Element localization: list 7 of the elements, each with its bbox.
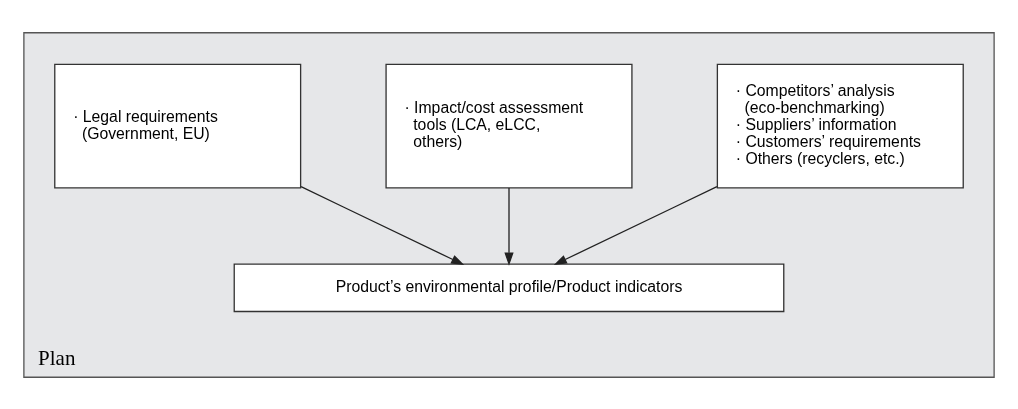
arrow bbox=[504, 186, 514, 266]
node-box: · Competitors’ analysis (eco-benchmarking) · Suppliers’ information · Customers’ requirements · Others (recyclers, etc.) bbox=[716, 63, 964, 189]
arrow bbox=[300, 185, 465, 265]
node-box: · Legal requirements (Government, EU) bbox=[54, 63, 302, 189]
arrow bbox=[553, 185, 718, 265]
node-box: Product’s environmental profile/Product indicators bbox=[233, 263, 785, 312]
node-box: · Impact/cost assessment tools (LCA, eLCC, others) bbox=[385, 63, 633, 189]
